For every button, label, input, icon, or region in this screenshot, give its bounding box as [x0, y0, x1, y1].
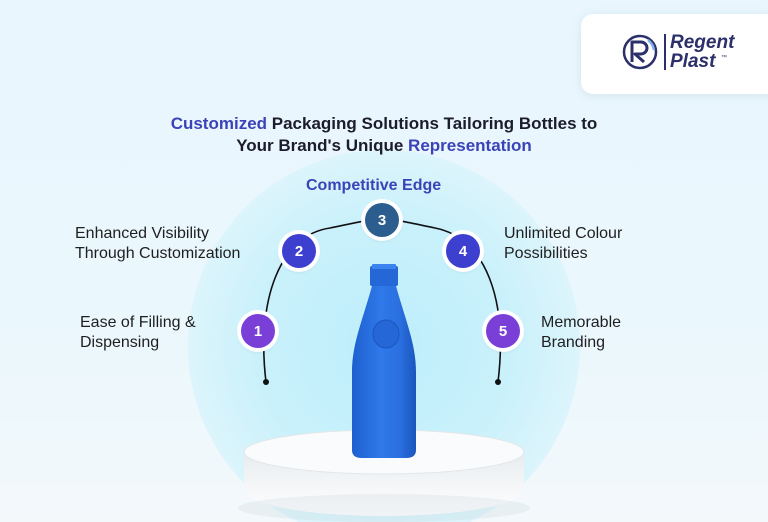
- step-number-2: 2: [282, 234, 316, 268]
- logo-card: [581, 14, 768, 94]
- title-text-2: Your Brand's Unique: [236, 136, 409, 155]
- title-highlight-1: Customized: [170, 114, 268, 133]
- title-line2: Your Brand's Unique Representation: [110, 135, 658, 157]
- title-text-1: Packaging Solutions Tailoring Bottles to: [267, 114, 598, 133]
- step-number-5: 5: [486, 314, 520, 348]
- step-label-5-line1: Memorable: [541, 314, 622, 331]
- step-label-2: Enhanced Visibility Through Customizatio…: [75, 224, 240, 264]
- arc-end-right: [495, 379, 501, 385]
- brand-trademark: ™: [721, 55, 727, 61]
- arc-end-left: [263, 379, 269, 385]
- step-label-4: Unlimited Colour Possibilities: [504, 224, 622, 264]
- step-label-5: Memorable Branding: [541, 313, 621, 353]
- step-label-4-line2: Possibilities: [504, 245, 588, 262]
- step-label-2-line2: Through Customization: [75, 245, 241, 262]
- step-label-3: Competitive Edge: [306, 177, 442, 194]
- regent-plast-r-logo-icon: [622, 34, 658, 70]
- step-number-1: 1: [241, 314, 275, 348]
- step-label-1: Ease of Filling & Dispensing: [80, 313, 196, 353]
- brand-name-line1: Regent: [670, 32, 735, 53]
- page-title: Customized Packaging Solutions Tailoring…: [110, 113, 658, 157]
- step-label-1-line2: Dispensing: [80, 334, 160, 351]
- step-label-2-line1: Enhanced Visibility: [75, 225, 210, 242]
- step-label-5-line2: Branding: [541, 334, 606, 351]
- step-label-4-line1: Unlimited Colour: [504, 225, 623, 242]
- title-line1: Customized Packaging Solutions Tailoring…: [110, 113, 658, 135]
- step-number-3: 3: [365, 203, 399, 237]
- brand-name-line2: Plast: [670, 51, 716, 72]
- step-number-4: 4: [446, 234, 480, 268]
- step-label-1-line1: Ease of Filling &: [80, 314, 196, 331]
- blue-bottle-icon: [352, 264, 416, 458]
- title-highlight-2: Representation: [408, 136, 532, 155]
- logo-divider: [664, 34, 666, 70]
